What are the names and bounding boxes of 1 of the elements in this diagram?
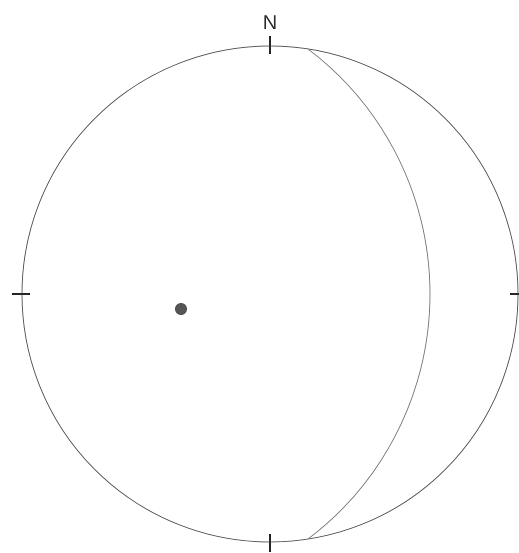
north-label: N bbox=[262, 13, 278, 33]
